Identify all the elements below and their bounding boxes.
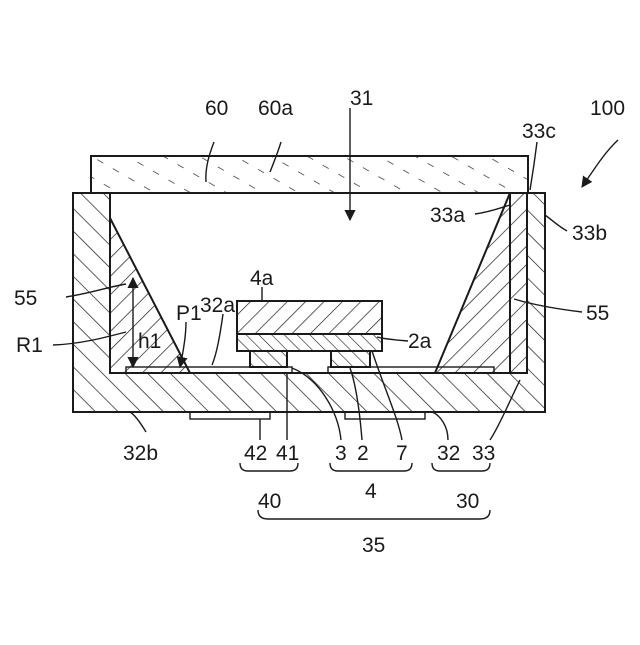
label-31: 31 xyxy=(350,87,373,110)
label-60a: 60a xyxy=(258,97,293,120)
label-4a: 4a xyxy=(250,267,274,290)
label-42: 42 xyxy=(244,442,267,465)
device-arrow-100 xyxy=(582,140,618,187)
label-41: 41 xyxy=(276,442,299,465)
label-60: 60 xyxy=(205,97,228,120)
label-32: 32 xyxy=(437,442,460,465)
label-33: 33 xyxy=(472,442,495,465)
led-chip-2 xyxy=(237,334,382,351)
label-35: 35 xyxy=(362,534,385,557)
label-P1: P1 xyxy=(176,302,202,325)
label-33a: 33a xyxy=(430,204,465,227)
label-32b: 32b xyxy=(123,442,158,465)
label-2: 2 xyxy=(357,442,369,465)
label-100: 100 xyxy=(590,97,625,120)
label-33c: 33c xyxy=(522,120,556,143)
label-2a: 2a xyxy=(408,330,432,353)
label-h1: h1 xyxy=(138,330,161,353)
label-40: 40 xyxy=(258,490,281,513)
bump-3-right xyxy=(331,351,370,367)
label-32a: 32a xyxy=(200,294,235,317)
terminal-bottom-right xyxy=(345,412,425,419)
label-55-right: 55 xyxy=(586,302,609,325)
terminal-42 xyxy=(190,412,270,419)
label-7: 7 xyxy=(396,442,408,465)
label-55-left: 55 xyxy=(14,287,37,310)
label-R1: R1 xyxy=(16,334,43,357)
phosphor-layer-4a xyxy=(237,301,382,334)
cover-60 xyxy=(91,156,528,193)
label-4: 4 xyxy=(365,480,377,503)
bump-3-left xyxy=(250,351,287,367)
label-33b: 33b xyxy=(572,222,607,245)
label-30: 30 xyxy=(456,490,479,513)
label-3: 3 xyxy=(335,442,347,465)
